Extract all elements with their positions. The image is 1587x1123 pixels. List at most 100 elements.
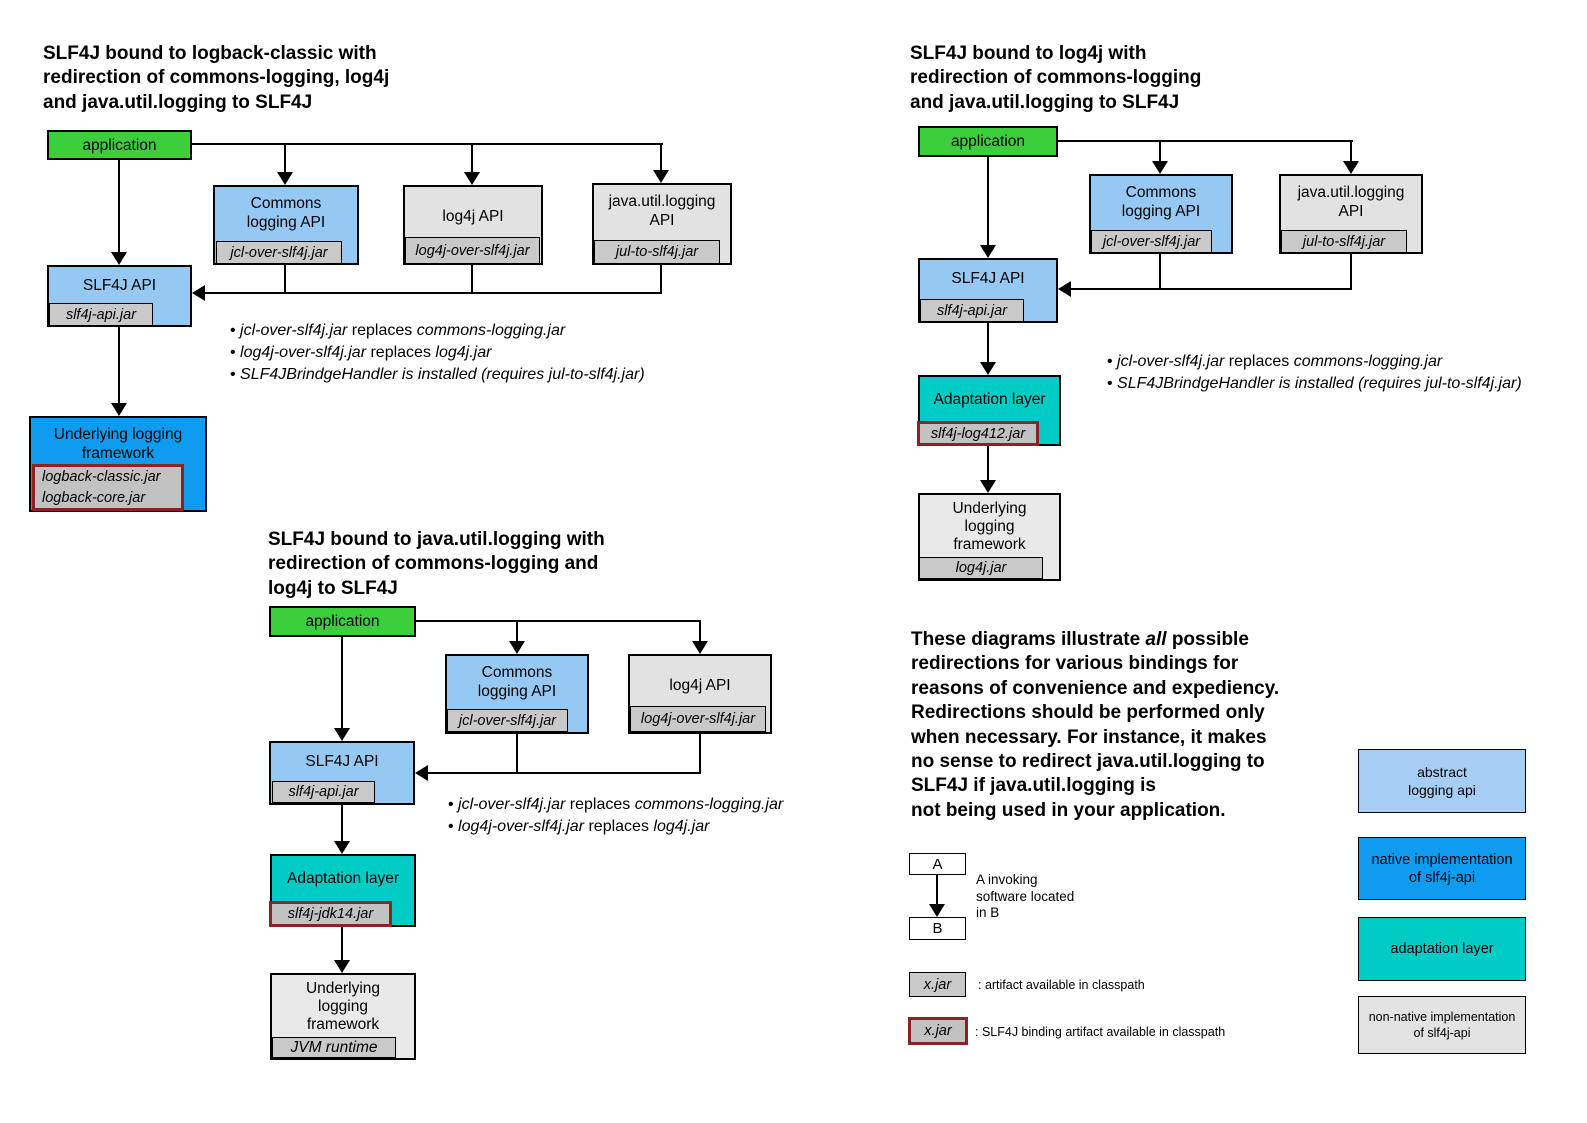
arrow-down-icon (980, 245, 996, 258)
connector-line (516, 734, 518, 773)
connector-line (471, 143, 473, 172)
diagram1-slf4j-api-label: SLF4J API (82, 277, 157, 294)
connector-line (118, 159, 120, 252)
diagram2-jcl-over-slf4j-jar-tag: jcl-over-slf4j.jar (1091, 230, 1212, 253)
diagram2-slf4j-api-jar-tag: slf4j-api.jar (920, 299, 1024, 322)
diagram2-underlying-framework-label: Underlying logging framework (952, 500, 1027, 553)
connector-line (516, 620, 518, 641)
arrow-left-icon (415, 765, 428, 781)
diagram1-title: SLF4J bound to logback-classic with redi… (43, 43, 390, 113)
diagram2-title: SLF4J bound to log4j with redirection of… (910, 43, 1202, 113)
legend-box-b-label: B (932, 920, 943, 937)
arrow-left-icon (192, 285, 205, 301)
connector-line (341, 927, 343, 960)
diagram1-jul-to-slf4j-jar-tag: jul-to-slf4j.jar (594, 240, 720, 264)
diagram1-log4j-api-label: log4j API (442, 208, 504, 225)
connector-line (341, 805, 343, 841)
diagram2-slf4j-log412-jar-tag: slf4j-log412.jar (917, 421, 1039, 446)
diagram3-jvm-runtime-jar-tag: JVM runtime (272, 1037, 396, 1058)
connector-line (1350, 254, 1352, 289)
diagram2-jul-api-label: java.util.logging API (1297, 184, 1405, 220)
diagram3-underlying-framework-label: Underlying logging framework (305, 980, 381, 1033)
connector-line (284, 265, 286, 293)
arrow-down-icon (1343, 161, 1359, 174)
connector-line (190, 143, 663, 145)
connector-line (341, 636, 343, 728)
connector-line (1350, 140, 1352, 161)
color-key-native-implementation: native implementation of slf4j-api (1358, 837, 1526, 900)
legend-box-b: B (909, 917, 966, 940)
legend-xjar-binding-tag: x.jar (908, 1017, 968, 1045)
diagram2-application-label: application (950, 133, 1026, 150)
diagram2-adaptation-layer-label: Adaptation layer (933, 391, 1046, 408)
diagram3-application-box: application (269, 606, 416, 637)
connector-line (699, 734, 701, 773)
connector-line (471, 265, 473, 293)
diagram3-note-bullet: • log4j-over-slf4j.jar replaces log4j.ja… (448, 818, 710, 835)
diagram2-note-bullet: • SLF4JBrindgeHandler is installed (requ… (1107, 375, 1522, 392)
connector-line (987, 446, 989, 480)
connector-line (284, 143, 286, 172)
diagram2-notes: • jcl-over-slf4j.jar replaces commons-lo… (1107, 351, 1587, 395)
diagram3-application-label: application (305, 613, 380, 630)
diagram1-note-bullet: • log4j-over-slf4j.jar replaces log4j.ja… (230, 344, 492, 361)
arrow-down-icon (334, 960, 350, 973)
diagram3-slf4j-api-jar-tag: slf4j-api.jar (272, 781, 375, 803)
diagram1-logback-jar-tag: logback-classic.jar logback-core.jar (32, 464, 184, 511)
diagram2-jul-to-slf4j-jar-tag: jul-to-slf4j.jar (1281, 230, 1407, 253)
arrow-down-icon (464, 172, 480, 185)
diagram3-adaptation-layer-label: Adaptation layer (286, 870, 400, 887)
legend-invoke-text: A invoking software located in B (976, 872, 1075, 920)
diagram2-commons-logging-api-label: Commons logging API (1121, 184, 1201, 220)
connector-line (987, 156, 989, 245)
note-line: These diagrams illustrate all possible (911, 629, 1249, 650)
diagram3-slf4j-api-label: SLF4J API (305, 753, 379, 770)
legend-box-a-label: A (932, 855, 943, 873)
explanatory-note: These diagrams illustrate all possible r… (911, 628, 1361, 823)
note-line: redirections for various bindings for (911, 653, 1239, 675)
connector-line (1159, 140, 1161, 161)
diagram1-note-bullet: • jcl-over-slf4j.jar replaces commons-lo… (230, 322, 566, 339)
diagram1-slf4j-api-jar-tag: slf4j-api.jar (49, 303, 153, 326)
connector-line (660, 143, 662, 170)
arrow-down-icon (509, 641, 525, 654)
arrow-down-icon (277, 172, 293, 185)
color-key-abstract-logging-api: abstract logging api (1358, 749, 1526, 813)
connector-line (118, 327, 120, 403)
diagram3-title: SLF4J bound to java.util.logging with re… (268, 529, 605, 599)
diagram1-jul-api-label: java.util.logging API (608, 193, 716, 229)
diagram1-application-label: application (82, 136, 157, 154)
diagram1-commons-logging-api-label: Commons logging API (246, 195, 326, 231)
arrow-down-icon (1152, 161, 1168, 174)
arrow-down-icon (980, 480, 996, 493)
legend-xjar-binding-desc: : SLF4J binding artifact available in cl… (975, 1025, 1226, 1039)
legend-xjar-tag: x.jar (909, 972, 966, 997)
arrow-down-icon (111, 252, 127, 265)
color-key-adaptation-layer: adaptation layer (1358, 917, 1526, 981)
arrow-down-icon (334, 728, 350, 741)
diagram3-slf4j-jdk14-jar-tag: slf4j-jdk14.jar (269, 901, 392, 927)
arrow-down-icon (334, 841, 350, 854)
diagram2-note-bullet: • jcl-over-slf4j.jar replaces commons-lo… (1107, 353, 1443, 370)
legend-xjar-desc: : artifact available in classpath (978, 978, 1145, 992)
diagram3-log4j-over-slf4j-jar-tag: log4j-over-slf4j.jar (630, 706, 766, 732)
arrow-down-icon (653, 170, 669, 183)
diagram3-jcl-over-slf4j-jar-tag: jcl-over-slf4j.jar (447, 709, 568, 732)
arrow-left-icon (1058, 281, 1071, 297)
connector-line (205, 292, 662, 294)
diagram3-commons-logging-api-label: Commons logging API (477, 664, 557, 700)
connector-line (428, 772, 701, 774)
connector-line (699, 620, 701, 641)
note-line: SLF4J if java.util.logging is (911, 775, 1156, 797)
diagram2-application-box: application (918, 126, 1058, 157)
connector-line (1159, 254, 1161, 289)
note-line: not being used in your application. (911, 799, 1226, 821)
connector-line (936, 875, 938, 906)
connector-line (1056, 140, 1353, 142)
diagram1-application-box: application (47, 130, 192, 160)
connector-line (1071, 288, 1352, 290)
note-line: when necessary. For instance, it makes (911, 726, 1267, 748)
diagram1-log4j-over-slf4j-jar-tag: log4j-over-slf4j.jar (405, 237, 540, 264)
diagram1-underlying-framework-label: Underlying logging framework (53, 426, 183, 462)
